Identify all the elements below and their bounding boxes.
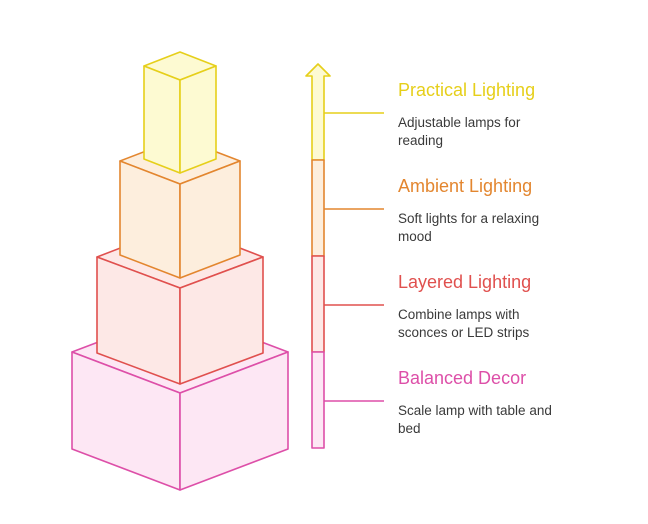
layer-desc-line1: Scale lamp with table and	[398, 403, 552, 418]
block-ambient-lighting-right	[179, 160, 241, 279]
layer-title: Practical Lighting	[398, 80, 535, 100]
layer-title: Balanced Decor	[398, 368, 526, 388]
block-layered-lighting	[96, 224, 264, 385]
label-balanced-decor: Balanced Decor Scale lamp with table and…	[398, 368, 552, 436]
arrow-segment-balanced	[311, 351, 325, 449]
layer-title: Ambient Lighting	[398, 176, 532, 196]
label-ambient-lighting: Ambient Lighting Soft lights for a relax…	[398, 176, 539, 244]
layer-desc-line2: mood	[398, 229, 432, 244]
layer-desc-line1: Soft lights for a relaxing	[398, 211, 539, 226]
label-layered-lighting: Layered Lighting Combine lamps with scon…	[398, 272, 531, 340]
block-layered-lighting-right	[179, 256, 264, 385]
layer-desc-line2: reading	[398, 133, 443, 148]
layer-desc-line1: Combine lamps with	[398, 307, 520, 322]
layer-title: Layered Lighting	[398, 272, 531, 292]
block-practical-lighting	[143, 51, 217, 174]
arrow-segment-layered	[311, 255, 325, 353]
layer-desc-line2: sconces or LED strips	[398, 325, 530, 340]
progress-arrow	[305, 63, 331, 449]
block-balanced-decor-right	[179, 351, 289, 491]
block-practical-lighting-left	[143, 65, 181, 174]
layer-desc-line2: bed	[398, 421, 421, 436]
layer-desc-line1: Adjustable lamps for	[398, 115, 521, 130]
block-practical-lighting-right	[179, 65, 217, 174]
arrow-segment-ambient	[311, 159, 325, 257]
arrow-segment-practical	[305, 63, 331, 161]
label-practical-lighting: Practical Lighting Adjustable lamps for …	[398, 80, 535, 148]
